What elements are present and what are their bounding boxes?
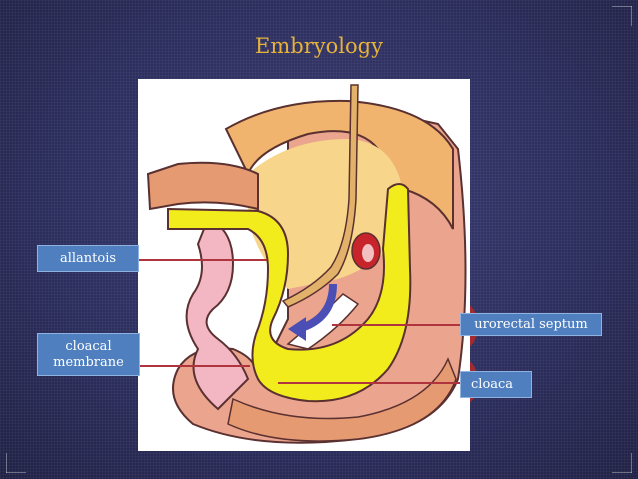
label-cloacal-membrane-line1: cloacal: [65, 338, 112, 354]
umbilical-stalk: [281, 84, 359, 308]
corner-decoration-bottom-right: [612, 472, 632, 473]
label-cloacal-membrane-line2: membrane: [53, 354, 124, 370]
embryo-drawing: [146, 84, 467, 444]
left-fold-shape: [185, 217, 250, 411]
pointer-cloaca: [278, 382, 460, 384]
lower-wall-band: [227, 357, 457, 442]
cloaca-yellow-shape: [167, 183, 412, 403]
pointer-urorectal-septum: [332, 324, 460, 326]
label-cloaca-text: cloaca: [471, 376, 514, 392]
red-vessel-inner: [362, 244, 374, 262]
embryology-illustration: [138, 79, 470, 451]
label-urorectal-septum-text: urorectal septum: [474, 316, 588, 332]
corner-decoration-top-right-vertical: [631, 6, 632, 26]
label-cloaca: cloaca: [460, 371, 532, 398]
septum-arrowhead: [288, 317, 306, 341]
left-lip-shape: [146, 161, 259, 211]
corner-decoration-bottom-left-vertical: [6, 453, 7, 473]
upper-cup-shape: [224, 99, 454, 230]
pointer-allantois: [139, 259, 267, 261]
label-allantois: allantois: [37, 245, 139, 272]
pointer-cloacal-membrane: [140, 365, 250, 367]
corner-decoration-bottom-right-vertical: [631, 453, 632, 473]
corner-decoration-top-right: [612, 6, 632, 7]
corner-decoration-bottom-left: [6, 472, 26, 473]
slide-title: Embryology: [255, 34, 383, 58]
label-urorectal-septum: urorectal septum: [460, 313, 602, 336]
label-allantois-text: allantois: [59, 250, 117, 266]
label-cloacal-membrane: cloacal membrane: [37, 333, 140, 376]
